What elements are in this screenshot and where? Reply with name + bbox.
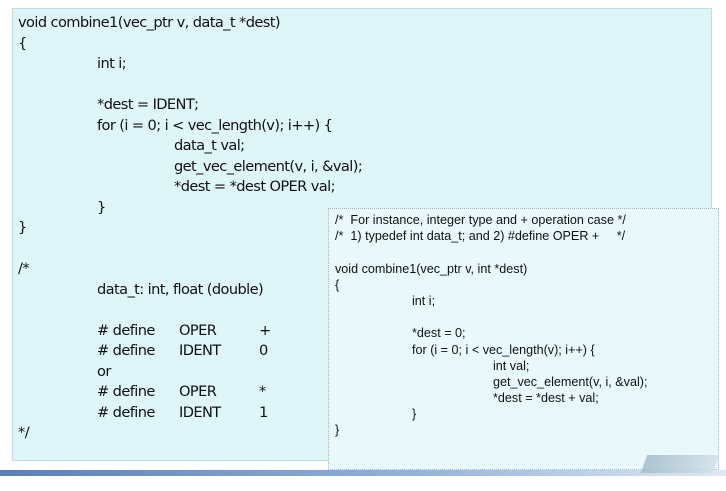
code-line: /* xyxy=(18,260,30,277)
code-line: } xyxy=(335,423,340,438)
code-line: get_vec_element(v, i, &val); xyxy=(493,374,648,389)
code-line: get_vec_element(v, i, &val); xyxy=(174,157,363,175)
code-line: int val; xyxy=(493,358,530,373)
code-line: for (i = 0; i < vec_length(v); i++) { xyxy=(97,116,333,134)
code-line: } xyxy=(412,407,417,422)
overlay-code-panel: /* For instance, integer type and + oper… xyxy=(328,208,719,470)
code-line: } xyxy=(18,219,27,236)
define-value: 1 xyxy=(259,403,268,421)
define-keyword: # define xyxy=(97,383,155,400)
code-line: *dest = IDENT; xyxy=(97,96,199,113)
blank-line xyxy=(335,309,647,325)
overlay-code-block: /* For instance, integer type and + oper… xyxy=(335,212,647,439)
define-value: * xyxy=(259,383,266,400)
define-value: 0 xyxy=(259,342,268,359)
define-name: IDENT xyxy=(179,403,221,421)
code-line: */ xyxy=(18,424,30,441)
comment-line: /* For instance, integer type and + oper… xyxy=(335,213,626,227)
code-line: or xyxy=(97,362,111,380)
code-line: for (i = 0; i < vec_length(v); i++) { xyxy=(412,342,595,357)
code-line: data_t: int, float (double) xyxy=(97,280,264,298)
code-line: void combine1(vec_ptr v, int *dest) xyxy=(335,261,528,276)
blank-line xyxy=(18,75,362,96)
define-name: IDENT xyxy=(179,342,221,359)
slide-footer-bar xyxy=(0,470,726,476)
main-code-block: void combine1(vec_ptr v, data_t *dest) { i… xyxy=(18,13,363,444)
comment-line: /* 1) typedef int data_t; and 2) #define… xyxy=(335,229,626,244)
define-line: # define IDENT 0 xyxy=(18,341,362,362)
code-line: *dest = 0; xyxy=(412,326,466,341)
footer-decoration xyxy=(640,455,720,473)
define-keyword: # define xyxy=(97,321,155,339)
code-line: { xyxy=(335,277,340,292)
code-line: int i; xyxy=(412,293,436,308)
blank-line xyxy=(335,244,647,260)
define-name: OPER xyxy=(179,383,217,400)
define-line: # define IDENT 1 xyxy=(18,403,362,424)
code-line: *dest = *dest OPER val; xyxy=(174,178,336,195)
define-value: + xyxy=(259,321,271,339)
code-line: } xyxy=(97,198,106,216)
code-line: *dest = *dest + val; xyxy=(493,391,599,406)
code-line: int i; xyxy=(97,55,127,72)
define-line: # define OPER * xyxy=(18,382,362,403)
define-name: OPER xyxy=(179,321,217,339)
blank-line xyxy=(18,300,362,321)
code-line: { xyxy=(18,34,27,52)
define-keyword: # define xyxy=(97,342,155,359)
define-line: # define OPER + xyxy=(18,321,362,342)
blank-line xyxy=(18,239,362,260)
define-keyword: # define xyxy=(97,403,155,421)
code-line: data_t val; xyxy=(174,137,245,154)
code-line: void combine1(vec_ptr v, data_t *dest) xyxy=(18,14,281,31)
